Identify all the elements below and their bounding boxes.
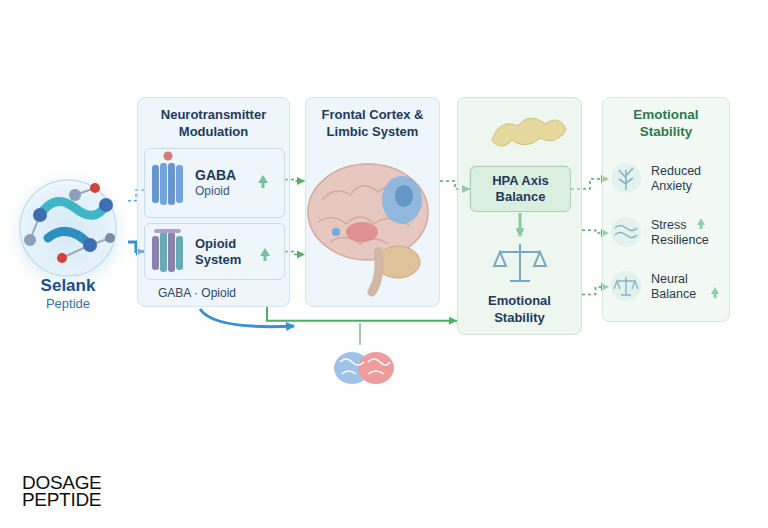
outcome-panel: Emotional StabilityReduced AnxietyStress… [602,97,730,322]
receptor-box: GABAOpioid [144,148,285,218]
receptor-box: Opioid System [144,223,285,280]
receptor-name: GABA [195,167,254,184]
panel-caption: Emotional Stability [464,292,575,326]
receptor-subtitle: Opioid [195,184,254,199]
panel-heading: Neurotransmitter Modulation [144,106,283,140]
panel-footer: GABA · Opioid [158,286,236,301]
connector [267,307,457,321]
brain-panel: Frontal Cortex & Limbic System [305,97,440,307]
outcome-text: Neural Balance [651,272,719,302]
blue-flow-arrow [200,309,294,327]
outcome-item: Reduced Anxiety [609,154,725,204]
peptide-name: Selank [41,276,96,296]
panel-heading: Emotional Stability [607,106,725,140]
outcome-item: Neural Balance [609,262,725,312]
outcome-text: Reduced Anxiety [651,164,719,194]
modulation-panel: Neurotransmitter ModulationGABA · Opioid… [137,97,290,307]
peptide-node: SelankPeptide [8,180,128,318]
small-brain [334,323,394,384]
process-name: HPA Axis Balance [477,173,564,205]
panel-heading: Frontal Cortex & Limbic System [312,106,433,140]
peptide-subtitle: Peptide [46,296,90,312]
selank-molecule [2,166,134,298]
hpa-panel: Emotional Stability HPA Axis Balance [457,97,582,335]
watermark: DOSAGE PEPTIDE [22,474,114,508]
outcome-item: Stress Resilience [609,208,725,258]
process-box: HPA Axis Balance [470,166,571,212]
outcome-text: Stress Resilience [651,218,719,248]
receptor-name: Opioid System [195,236,254,268]
